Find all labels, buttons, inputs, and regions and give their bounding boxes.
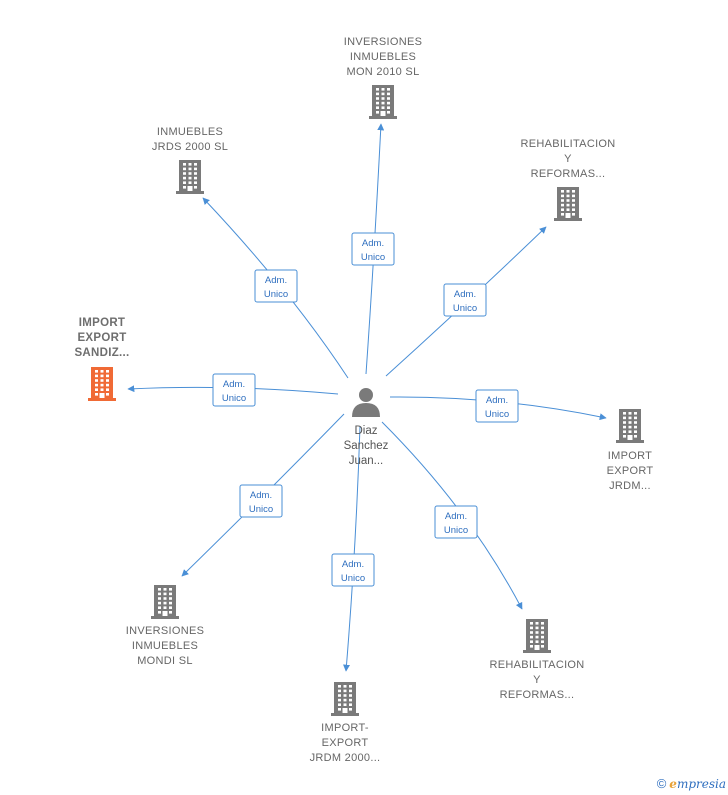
edge-label-type: Unico (453, 303, 477, 314)
company-node-import-export-jrdm-2000[interactable]: IMPORT- EXPORT JRDM 2000... (310, 682, 381, 764)
company-node-inversiones-inmuebles-mon[interactable]: INVERSIONES INMUEBLES MON 2010 SL (344, 36, 423, 119)
edge-label-inversiones-inmuebles-mon[interactable]: Adm. Unico (351, 232, 395, 266)
company-name-line: REFORMAS... (500, 689, 575, 701)
edge-label-inversiones-inmuebles-mondi[interactable]: Adm. Unico (239, 484, 283, 518)
company-name-line: REHABILITACION (489, 659, 584, 671)
company-name-line: INVERSIONES (126, 625, 205, 637)
company-name-line: INVERSIONES (344, 36, 423, 48)
brand-initial: e (669, 777, 677, 791)
company-node-import-export-sandiz[interactable]: IMPORT EXPORT SANDIZ... (74, 317, 129, 401)
company-name-line: IMPORT- (321, 722, 369, 734)
edge-label-import-export-jrdm[interactable]: Adm. Unico (475, 389, 519, 423)
brand-name: mpresia (676, 777, 726, 791)
edge-label-type: Unico (249, 504, 273, 515)
edge-label-role: Adm. (342, 559, 364, 570)
copyright-symbol: © (656, 776, 667, 791)
edge-label-role: Adm. (265, 275, 287, 286)
company-name-line: JRDM 2000... (310, 752, 381, 764)
building-icon (369, 85, 397, 119)
company-name-line: EXPORT (607, 465, 654, 477)
building-icon (176, 160, 204, 194)
company-name-line: INMUEBLES (350, 51, 416, 63)
edge-line-import-export-jrdm-2000 (343, 425, 361, 672)
edge-label-type: Unico (341, 573, 365, 584)
edge-label-role: Adm. (250, 490, 272, 501)
person-name-line: Juan... (349, 455, 384, 467)
company-name-line: INMUEBLES (157, 126, 223, 138)
edge-label-role: Adm. (445, 511, 467, 522)
company-name-line: SANDIZ... (74, 347, 129, 359)
edge-label-role: Adm. (486, 395, 508, 406)
company-name-line: INMUEBLES (132, 640, 198, 652)
building-icon (554, 187, 582, 221)
building-icon (616, 409, 644, 443)
edge-label-type: Unico (222, 393, 246, 404)
company-name-line: JRDM... (609, 480, 651, 492)
edge-label-type: Unico (444, 525, 468, 536)
company-name-line: JRDS 2000 SL (152, 141, 228, 153)
building-icon (331, 682, 359, 716)
person-name-line: Sanchez (344, 440, 389, 452)
company-name-line: IMPORT (608, 450, 652, 462)
edge-label-type: Unico (264, 289, 288, 300)
company-name-line: EXPORT (77, 332, 126, 344)
edge-label-type: Unico (361, 252, 385, 263)
company-node-inversiones-inmuebles-mondi[interactable]: INVERSIONES INMUEBLES MONDI SL (126, 585, 205, 667)
company-node-import-export-jrdm[interactable]: IMPORT EXPORT JRDM... (607, 409, 654, 492)
company-node-rehabilitacion-top[interactable]: REHABILITACION Y REFORMAS... (520, 138, 615, 221)
edge-label-import-export-jrdm-2000[interactable]: Adm. Unico (331, 553, 375, 587)
company-name-line: IMPORT (79, 317, 126, 329)
company-node-rehabilitacion-bottom[interactable]: REHABILITACION Y REFORMAS... (489, 619, 584, 701)
company-name-line: EXPORT (322, 737, 369, 749)
company-name-line: REFORMAS... (531, 168, 606, 180)
person-node[interactable]: DiazSanchezJuan... (344, 388, 389, 467)
building-icon (523, 619, 551, 653)
edge-label-role: Adm. (223, 379, 245, 390)
edge-label-type: Unico (485, 409, 509, 420)
person-icon (352, 388, 380, 417)
edge-label-inmuebles-jrds[interactable]: Adm. Unico (254, 269, 298, 303)
building-icon (88, 367, 116, 401)
footer-brand: ©empresia (657, 776, 726, 791)
edge-label-rehabilitacion-top[interactable]: Adm. Unico (443, 283, 487, 317)
person-name-line: Diaz (354, 425, 377, 437)
company-node-inmuebles-jrds[interactable]: INMUEBLES JRDS 2000 SL (152, 126, 228, 194)
company-name-line: REHABILITACION (520, 138, 615, 150)
company-name-line: MONDI SL (137, 655, 193, 667)
nodes-layer: INVERSIONES INMUEBLES MON 2010 SL INMUEBLES… (74, 36, 653, 764)
edge-label-role: Adm. (362, 238, 384, 249)
building-icon (151, 585, 179, 619)
company-name-line: Y (533, 674, 541, 686)
edge-label-import-export-sandiz[interactable]: Adm. Unico (212, 373, 256, 407)
company-name-line: Y (564, 153, 572, 165)
company-name-line: MON 2010 SL (346, 66, 419, 78)
edge-label-rehabilitacion-bottom[interactable]: Adm. Unico (434, 505, 478, 539)
edge-label-role: Adm. (454, 289, 476, 300)
